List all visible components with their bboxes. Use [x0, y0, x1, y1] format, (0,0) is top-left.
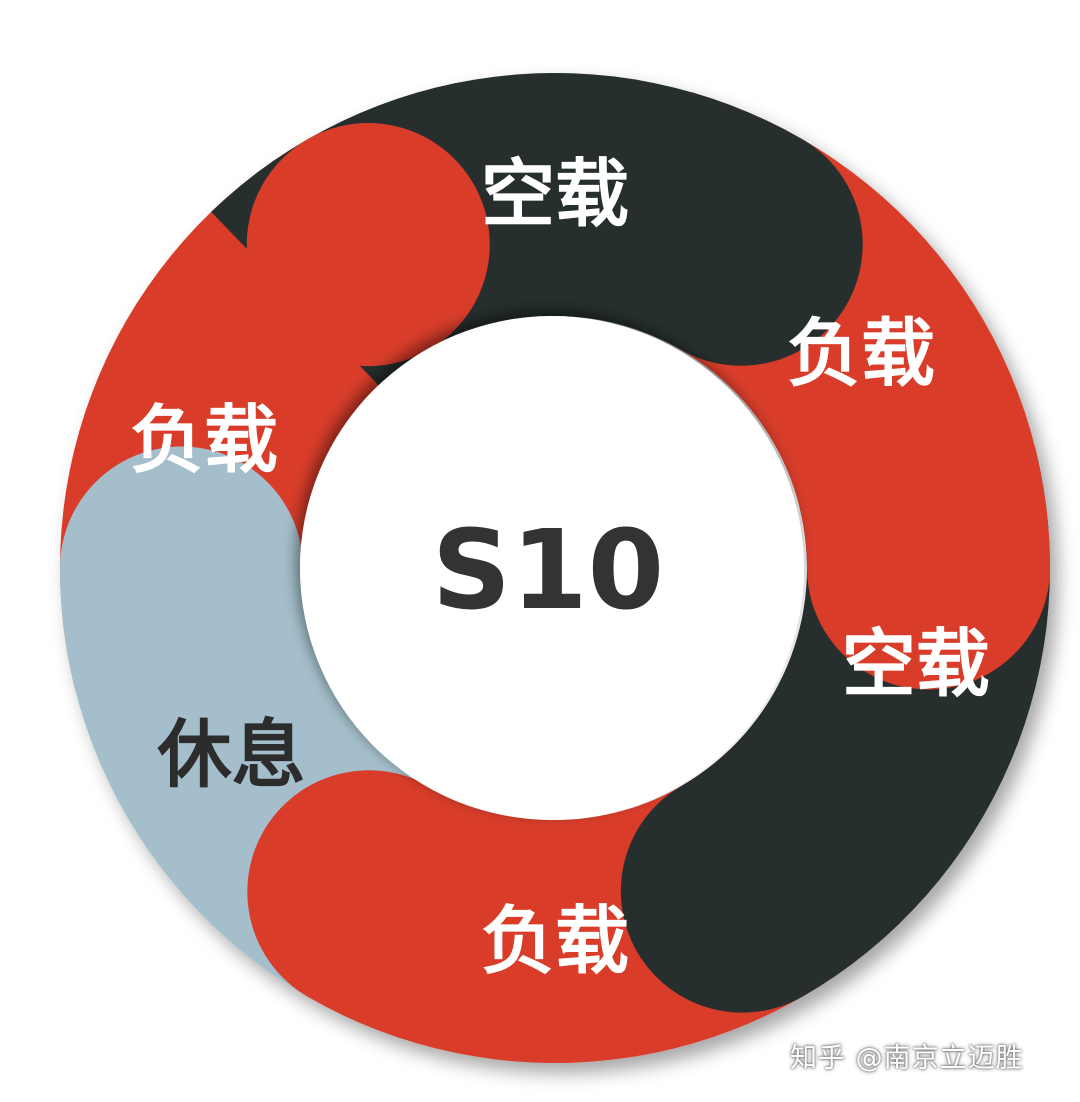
segment-label: 负载	[481, 899, 629, 985]
center-hole	[300, 316, 804, 820]
segment-label: 负载	[130, 397, 278, 483]
segment-label: 休息	[157, 712, 306, 798]
ring	[59, 73, 1051, 1063]
segment-label: 负载	[787, 311, 935, 397]
center-label: S10	[432, 506, 664, 634]
watermark: 知乎 @南京立迈胜	[790, 1043, 1024, 1074]
segment-label: 空载	[481, 152, 629, 238]
ring-segment-cap	[246, 123, 490, 367]
segment-label: 空载	[842, 622, 990, 708]
